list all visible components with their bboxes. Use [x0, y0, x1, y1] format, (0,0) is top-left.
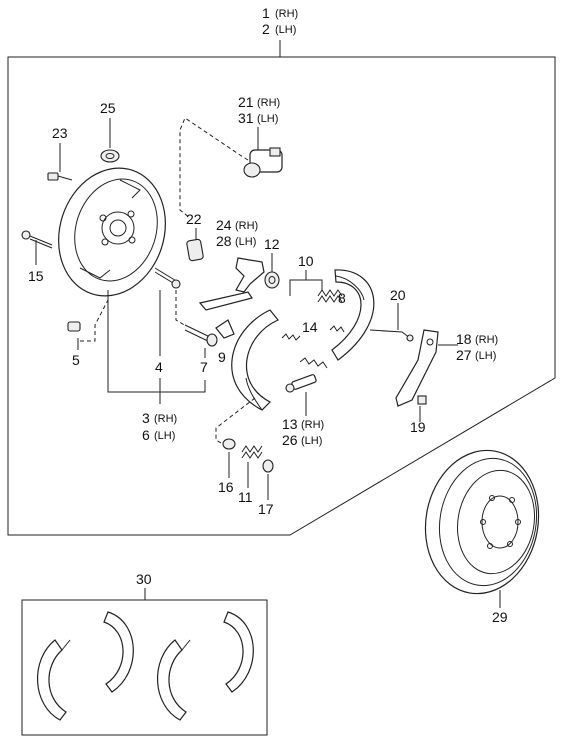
long-bolt-part — [21, 230, 53, 249]
strut-bar-part — [198, 291, 253, 339]
spring-part — [281, 325, 345, 369]
callout-number: 21 — [238, 94, 254, 110]
callout-side: (LH) — [301, 435, 322, 447]
bracket-line — [107, 290, 206, 393]
small-bolt-part — [417, 395, 427, 405]
callout-number: 6 — [142, 427, 150, 443]
callout-number: 9 — [218, 349, 226, 365]
callout-number: 16 — [218, 479, 234, 495]
callout-number: 10 — [298, 253, 314, 269]
callout-side: (LH) — [235, 236, 256, 248]
bracket-line — [289, 279, 323, 296]
hold-down-spring-part — [241, 445, 263, 459]
callout-side: (LH) — [475, 350, 496, 362]
dash-leader — [215, 397, 256, 447]
grommet-part — [100, 149, 120, 163]
callout-number: 23 — [52, 125, 68, 141]
callout-side: (RH) — [154, 413, 177, 425]
callout-number: 22 — [186, 211, 202, 227]
callout-number: 28 — [216, 233, 232, 249]
callout-number: 29 — [492, 609, 508, 625]
pin-part — [154, 267, 181, 289]
callout-number: 12 — [264, 236, 280, 252]
shoe-kit-shoe — [36, 639, 71, 721]
dash-leader — [175, 290, 187, 327]
callout-number: 13 — [282, 416, 298, 432]
callout-number: 20 — [390, 287, 406, 303]
callout-number: 8 — [338, 290, 346, 306]
callout-number: 27 — [456, 347, 472, 363]
callout-number: 31 — [238, 110, 254, 126]
callout-number: 24 — [216, 217, 232, 233]
left-brake-shoe — [231, 309, 279, 411]
parking-lever-part — [235, 257, 265, 293]
dash-leader — [80, 299, 109, 342]
shoe-kit-shoe — [156, 639, 191, 721]
callout-number: 4 — [155, 359, 163, 375]
assembly-frame — [7, 56, 556, 536]
retainer-part — [186, 238, 204, 262]
callout-side: (RH) — [475, 334, 498, 346]
callout-number: 3 — [142, 410, 150, 426]
callout-number: 18 — [456, 331, 472, 347]
callout-number: 30 — [136, 571, 152, 587]
clip-part — [67, 321, 81, 332]
callout-side: (RH) — [257, 97, 280, 109]
shoe-kit-shoe — [223, 611, 254, 693]
adjuster-bolt-part — [184, 324, 218, 347]
callout-side: (LH) — [154, 430, 175, 442]
callout-number: 7 — [200, 359, 208, 375]
callout-number: 1 — [262, 5, 270, 21]
callout-side: (LH) — [275, 24, 296, 36]
parking-brake-lever-part — [395, 329, 439, 407]
callout-number: 17 — [258, 501, 274, 517]
callout-side: (RH) — [235, 220, 258, 232]
parking-cable-part — [369, 329, 414, 342]
right-brake-shoe — [331, 269, 375, 361]
callout-side: (RH) — [275, 8, 298, 20]
hold-down-pin-part — [262, 459, 274, 473]
callout-side: (LH) — [257, 113, 278, 125]
callout-number: 19 — [410, 419, 426, 435]
callout-number: 5 — [72, 352, 80, 368]
callout-number: 11 — [238, 489, 253, 505]
brake-drum-part — [424, 449, 540, 595]
callout-number: 15 — [28, 268, 44, 284]
wheel-cylinder-part — [243, 147, 283, 178]
dash-leader — [179, 117, 249, 219]
shoe-kit-shoe — [103, 611, 134, 693]
bleeder-bolt-part — [47, 172, 73, 181]
callout-number: 2 — [262, 21, 270, 37]
callout-number: 25 — [100, 100, 116, 116]
washer-part — [264, 271, 280, 289]
adjuster-part — [285, 374, 317, 393]
hold-down-cup-part — [222, 438, 236, 450]
callout-number: 26 — [282, 432, 298, 448]
callout-side: (RH) — [301, 419, 324, 431]
callout-number: 14 — [302, 319, 318, 335]
backing-plate — [58, 167, 166, 297]
